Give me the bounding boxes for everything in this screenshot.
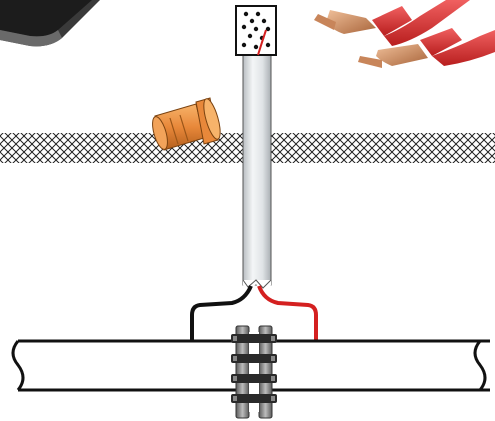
meter-case [0, 0, 100, 46]
clamp-leads [314, 0, 495, 68]
insulating-flange [231, 326, 277, 418]
test-station-terminal-head [236, 6, 276, 55]
test-station-pipe [243, 55, 271, 293]
